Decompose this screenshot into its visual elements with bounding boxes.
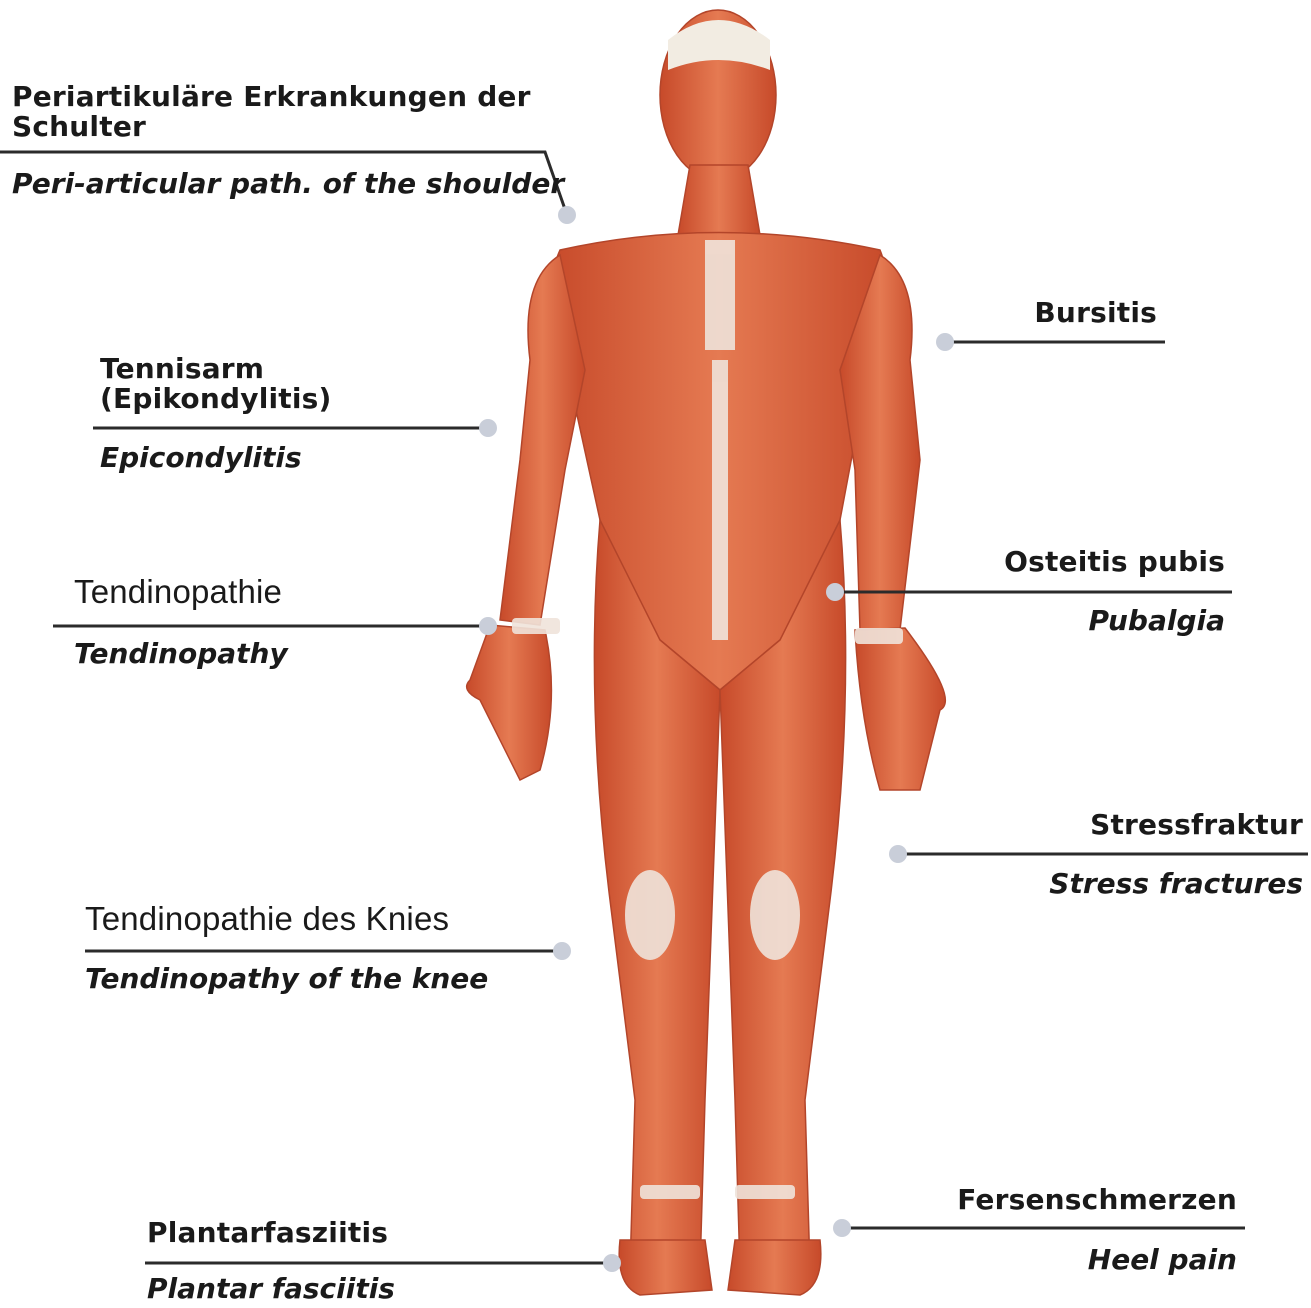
label-tennis-de-line1: Tennisarm	[100, 354, 264, 384]
label-stress-de: Stressfraktur	[1090, 810, 1303, 840]
label-heel-en: Heel pain	[1088, 1244, 1237, 1276]
label-plantar-de: Plantarfasziitis	[147, 1218, 388, 1248]
label-heel-de: Fersenschmerzen	[957, 1185, 1237, 1215]
dot-plantar	[603, 1254, 621, 1272]
label-tennis-de-line2: (Epikondylitis)	[100, 384, 332, 414]
label-tendino-de: Tendinopathie	[74, 577, 282, 607]
label-shoulder-en: Peri-articular path. of the shoulder	[12, 168, 564, 200]
label-plantar-en: Plantar fasciitis	[147, 1273, 395, 1305]
human-body-muscles	[467, 10, 946, 1295]
dot-bursitis	[936, 333, 954, 351]
dot-heel	[833, 1219, 851, 1237]
label-knee-de: Tendinopathie des Knies	[85, 904, 449, 934]
label-tennis-en: Epicondylitis	[100, 442, 302, 474]
label-pubis-en: Pubalgia	[1088, 605, 1225, 637]
label-bursitis-de: Bursitis	[1034, 298, 1157, 328]
label-shoulder-de: Periartikuläre Erkrankungen der Schulter	[12, 82, 532, 142]
dot-knee	[553, 942, 571, 960]
label-pubis-de: Osteitis pubis	[1004, 547, 1225, 577]
label-knee-en: Tendinopathy of the knee	[85, 963, 488, 995]
dot-shoulder	[558, 206, 576, 224]
dot-tennis	[479, 419, 497, 437]
dot-tendino	[479, 617, 497, 635]
dot-pubis	[826, 583, 844, 601]
label-tendino-en: Tendinopathy	[74, 638, 288, 670]
dot-stress	[889, 845, 907, 863]
label-stress-en: Stress fractures	[1049, 868, 1303, 900]
